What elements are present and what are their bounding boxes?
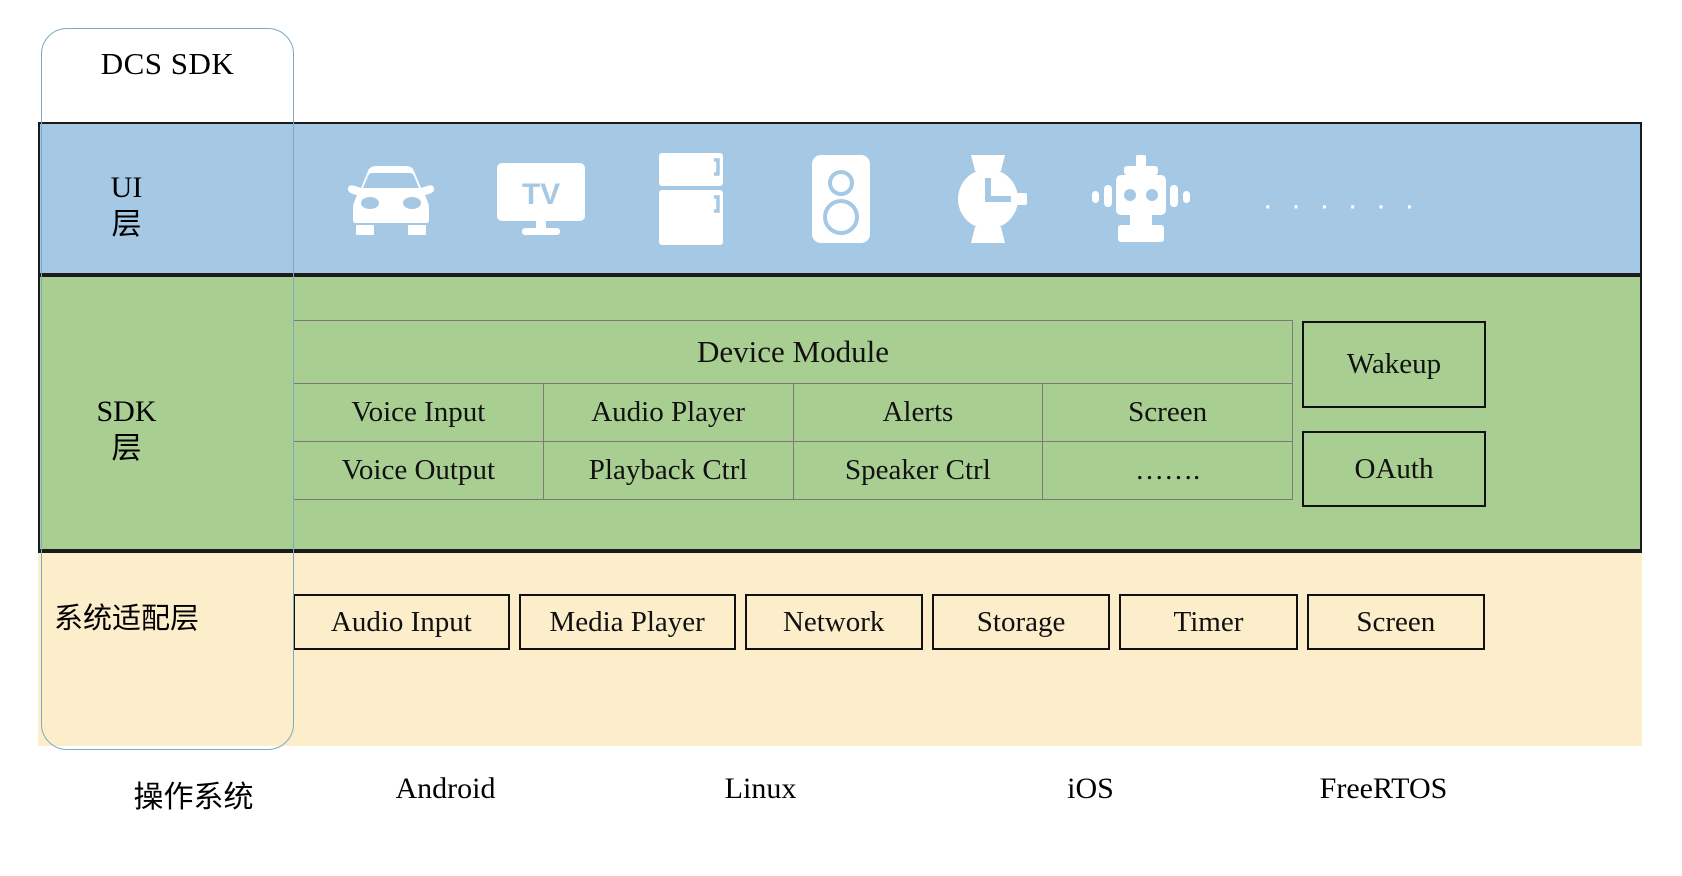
ui-layer-label: UI 层 bbox=[0, 170, 253, 243]
sdk-layer-label-line2: 层 bbox=[111, 431, 142, 465]
ui-layer-label-line1: UI bbox=[110, 171, 143, 204]
sdk-layer-label-line1: SDK bbox=[96, 395, 157, 428]
device-module-row: Voice Output Playback Ctrl Speaker Ctrl … bbox=[294, 441, 1292, 499]
adaptation-module-box: Timer bbox=[1119, 594, 1298, 650]
device-module-cell: Voice Input bbox=[294, 384, 544, 441]
device-icon-strip: TV bbox=[294, 122, 1642, 275]
device-module-cell: Screen bbox=[1128, 396, 1208, 428]
device-module-cell: Audio Player bbox=[544, 384, 794, 441]
device-module-cell: ……. bbox=[1135, 454, 1201, 486]
operating-system-row: 操作系统 Android Linux iOS FreeRTOS bbox=[38, 772, 1642, 832]
os-row-title: 操作系统 bbox=[133, 781, 254, 814]
device-module-cell: Voice Output bbox=[294, 442, 544, 499]
tv-icon: TV bbox=[466, 122, 616, 275]
more-devices-ellipsis: · · · · · · bbox=[1262, 188, 1420, 222]
dcs-sdk-title: DCS SDK bbox=[100, 46, 235, 81]
adaptation-module-box: Audio Input bbox=[293, 594, 510, 650]
svg-text:TV: TV bbox=[522, 178, 560, 211]
adaptation-module-box: Storage bbox=[931, 594, 1111, 650]
os-item-linux: Linux bbox=[724, 772, 797, 805]
device-module-cell: Playback Ctrl bbox=[544, 442, 794, 499]
os-item-ios: iOS bbox=[1067, 772, 1114, 805]
device-module-cell: Alerts bbox=[794, 384, 1044, 441]
wakeup-module-box: Wakeup bbox=[1302, 321, 1486, 408]
car-icon bbox=[316, 122, 466, 275]
adaptation-module-box: Media Player bbox=[518, 594, 736, 650]
adaptation-module-row: Audio Input Media Player Network Storage… bbox=[293, 594, 1485, 650]
refrigerator-icon bbox=[616, 122, 766, 275]
os-item-android: Android bbox=[395, 772, 496, 805]
device-module-title: Device Module bbox=[294, 321, 1292, 384]
os-item-freertos: FreeRTOS bbox=[1319, 772, 1448, 805]
adaptation-module-box: Network bbox=[744, 594, 923, 650]
device-module-row: Voice Input Audio Player Alerts Screen bbox=[294, 384, 1292, 441]
adaptation-layer-label: 系统适配层 bbox=[53, 603, 199, 635]
speaker-icon bbox=[766, 122, 916, 275]
device-module-cell: Speaker Ctrl bbox=[794, 442, 1044, 499]
ui-layer-label-line2: 层 bbox=[111, 207, 142, 241]
robot-icon bbox=[1066, 122, 1216, 275]
sdk-layer-label: SDK 层 bbox=[0, 394, 253, 467]
adaptation-module-box: Screen bbox=[1306, 594, 1485, 650]
device-module-table: Device Module Voice Input Audio Player A… bbox=[293, 320, 1293, 500]
oauth-module-box: OAuth bbox=[1302, 431, 1486, 507]
smartwatch-icon bbox=[916, 122, 1066, 275]
